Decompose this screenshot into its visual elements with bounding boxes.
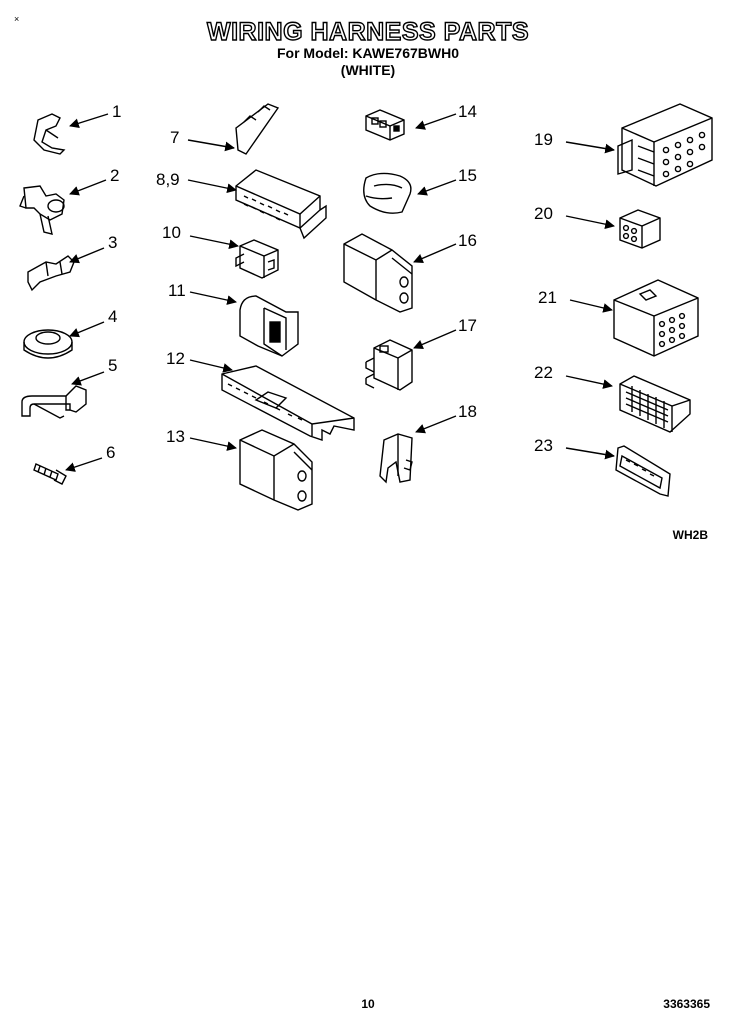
callout-22: 22 (534, 363, 553, 382)
page-title: WIRING HARNESS PARTS (206, 17, 530, 46)
callout-5: 5 (108, 356, 117, 375)
part-4-grommet (23, 329, 73, 359)
part-14-plug (365, 109, 405, 141)
callout-14: 14 (458, 102, 477, 121)
part-20-cube-connector (619, 209, 661, 249)
callout-2: 2 (110, 166, 119, 185)
callout-4: 4 (108, 307, 117, 326)
callout-7: 7 (170, 128, 179, 147)
callout-1: 1 (112, 102, 121, 121)
part-6-screw (33, 463, 67, 485)
callout-17: 17 (458, 316, 477, 335)
callout-15: 15 (458, 166, 477, 185)
part-10-connector (235, 239, 279, 279)
callout-19: 19 (534, 130, 553, 149)
part-23-dsub-connector (615, 445, 671, 497)
corner-mark: × (14, 14, 20, 24)
part-21-box-connector (613, 279, 699, 357)
part-17-terminal-block (365, 339, 413, 391)
part-12-bracket (221, 365, 355, 441)
section-code: WH2B (672, 528, 708, 542)
callout-6: 6 (106, 443, 115, 462)
model-line: For Model: KAWE767BWH0 (276, 45, 459, 61)
part-1-clip (33, 113, 66, 155)
part-3-clip (27, 255, 75, 292)
part-13-block-connector (239, 429, 313, 511)
callout-8-9: 8,9 (156, 170, 180, 189)
part-18-latch (379, 433, 413, 484)
callout-13: 13 (166, 427, 185, 446)
part-22-grid-connector (619, 375, 691, 433)
callout-21: 21 (538, 288, 557, 307)
callout-10: 10 (162, 223, 181, 242)
part-19-large-connector (617, 103, 713, 187)
color-line: (WHITE) (340, 62, 396, 78)
document-number: 3363365 (663, 997, 710, 1011)
page-number: 10 (361, 997, 375, 1011)
callout-18: 18 (458, 402, 477, 421)
callout-23: 23 (534, 436, 553, 455)
part-15-sleeve (363, 172, 412, 214)
callout-11: 11 (168, 281, 186, 300)
callout-12: 12 (166, 349, 185, 368)
part-8-9-connector-block (235, 169, 327, 240)
callout-16: 16 (458, 231, 477, 250)
part-2-clamp (19, 185, 65, 235)
part-7-wedge (235, 103, 280, 155)
part-11-housing (239, 295, 299, 357)
callout-20: 20 (534, 204, 553, 223)
part-16-connector (343, 233, 413, 313)
part-5-strap-clamp (21, 385, 87, 419)
callout-3: 3 (108, 233, 117, 252)
